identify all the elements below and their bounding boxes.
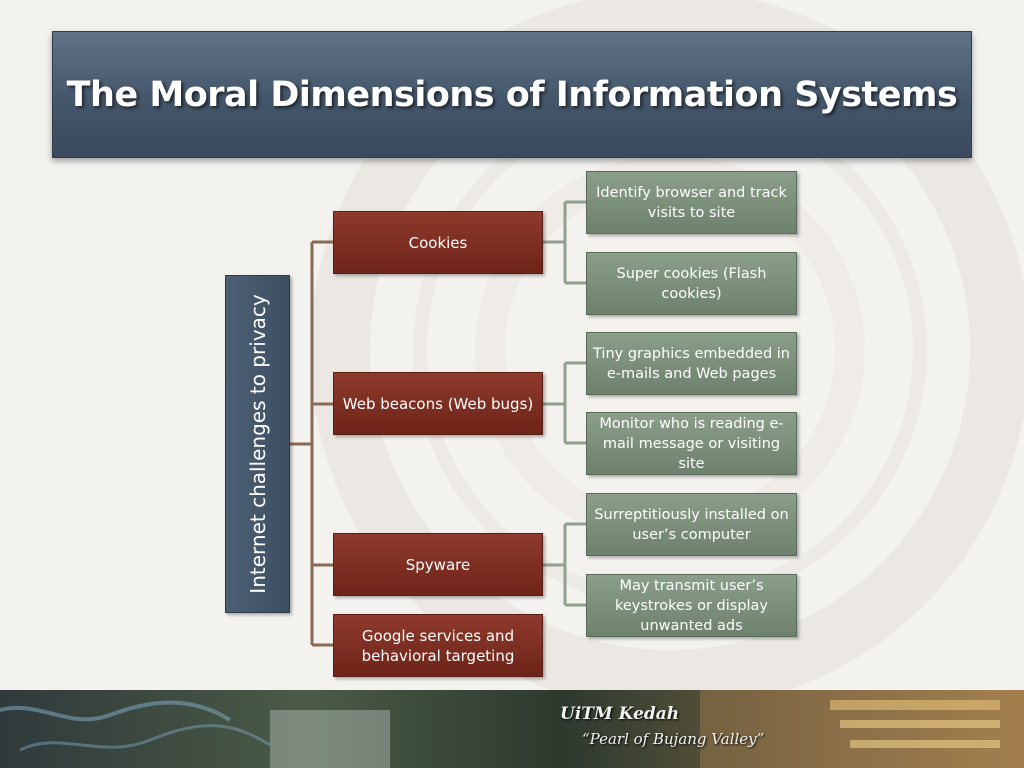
root-node: Internet challenges to privacy xyxy=(225,275,290,613)
node-spyware-child-2: May transmit user’s keystrokes or displa… xyxy=(586,574,797,637)
footer-scenery-image xyxy=(0,690,1024,768)
node-google: Google services and behavioral targeting xyxy=(333,614,543,677)
footer-banner: UiTM Kedah “Pearl of Bujang Valley” xyxy=(0,690,1024,768)
title-banner: The Moral Dimensions of Information Syst… xyxy=(52,31,972,158)
node-spyware-child-2-label: May transmit user’s keystrokes or displa… xyxy=(614,577,769,634)
node-web-beacons-child-2-label: Monitor who is reading e-mail message or… xyxy=(599,415,784,472)
node-web-beacons-child-1: Tiny graphics embedded in e-mails and We… xyxy=(586,332,797,395)
node-spyware: Spyware xyxy=(333,533,543,596)
node-cookies-label: Cookies xyxy=(408,233,468,252)
node-google-label: Google services and behavioral targeting xyxy=(361,626,515,665)
root-label: Internet challenges to privacy xyxy=(245,294,270,594)
node-spyware-child-1: Surreptitiously installed on user’s comp… xyxy=(586,493,797,556)
node-web-beacons: Web beacons (Web bugs) xyxy=(333,372,543,435)
node-spyware-child-1-label: Surreptitiously installed on user’s comp… xyxy=(594,506,789,543)
footer-logo-text: UiTM Kedah xyxy=(560,704,680,724)
node-cookies-child-2: Super cookies (Flash cookies) xyxy=(586,252,797,315)
node-web-beacons-child-1-label: Tiny graphics embedded in e-mails and We… xyxy=(593,345,790,382)
slide-title: The Moral Dimensions of Information Syst… xyxy=(66,74,958,115)
node-cookies-child-2-label: Super cookies (Flash cookies) xyxy=(616,265,767,302)
node-cookies: Cookies xyxy=(333,211,543,274)
node-web-beacons-child-2: Monitor who is reading e-mail message or… xyxy=(586,412,797,475)
node-web-beacons-label: Web beacons (Web bugs) xyxy=(342,394,534,413)
node-cookies-child-1: Identify browser and track visits to sit… xyxy=(586,171,797,234)
footer-tagline: “Pearl of Bujang Valley” xyxy=(582,730,765,748)
node-cookies-child-1-label: Identify browser and track visits to sit… xyxy=(596,184,787,221)
node-spyware-label: Spyware xyxy=(405,555,471,574)
